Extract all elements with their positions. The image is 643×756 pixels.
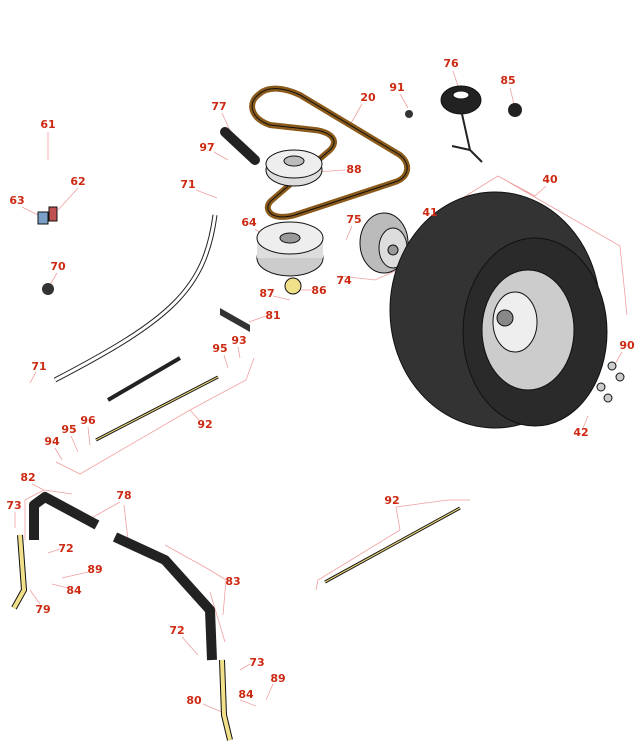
wheel-hub [359,212,409,274]
callout-72: 72 [169,624,185,637]
callout-90: 90 [619,339,635,352]
callout-72: 72 [58,542,74,555]
callout-93: 93 [231,334,247,347]
callout-73: 73 [6,499,22,512]
callout-62: 62 [70,175,86,188]
callout-80: 80 [186,694,202,707]
lap-bar-right [112,532,217,661]
callout-89: 89 [87,563,103,576]
callout-89: 89 [270,672,286,685]
callout-84: 84 [238,688,254,701]
callout-77: 77 [211,100,227,113]
knob-70 [42,283,54,295]
callout-78: 78 [116,489,132,502]
callout-96: 96 [80,414,96,427]
callout-64: 64 [241,216,257,229]
callout-73: 73 [249,656,265,669]
leader-lines [14,70,628,713]
callout-82: 82 [20,471,36,484]
callout-71: 71 [180,178,196,191]
callout-41: 41 [422,206,438,219]
callout-97: 97 [199,141,215,154]
callout-70: 70 [50,260,66,273]
part-85 [508,103,522,117]
gas-cap [440,85,483,163]
callout-40: 40 [542,173,558,186]
lap-bar-left [29,492,100,540]
callout-71: 71 [31,360,47,373]
callout-88: 88 [346,163,362,176]
callout-79: 79 [35,603,51,616]
callout-92: 92 [384,494,400,507]
callout-61: 61 [40,118,56,131]
tensioner-spring [220,127,260,165]
callout-95: 95 [61,423,77,436]
callout-87: 87 [259,287,275,300]
callout-42: 42 [573,426,589,439]
damper [106,356,182,402]
callout-63: 63 [9,194,25,207]
pto-clutch [256,221,324,277]
callout-20: 20 [360,91,376,104]
hose [53,214,218,383]
callout-75: 75 [346,213,362,226]
callout-81: 81 [265,309,281,322]
rear-tire [389,191,608,429]
callout-85: 85 [500,74,516,87]
idler-pulley [265,149,323,187]
callout-95: 95 [212,342,228,355]
callout-83: 83 [225,575,241,588]
part-91 [405,110,413,118]
callout-84: 84 [66,584,82,597]
part-81 [220,308,250,332]
callout-74: 74 [336,274,352,287]
callout-86: 86 [311,284,327,297]
callout-94: 94 [44,435,60,448]
callout-76: 76 [443,57,459,70]
callout-91: 91 [389,81,405,94]
callout-92: 92 [197,418,213,431]
